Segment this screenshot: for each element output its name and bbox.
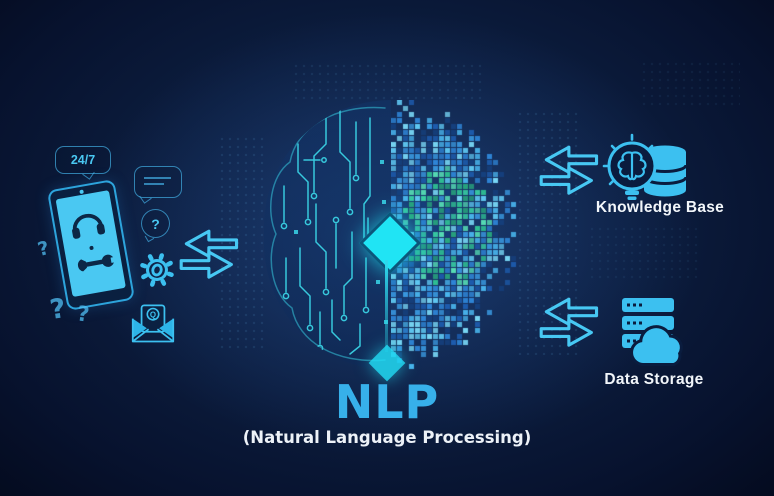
wrench-icon <box>77 254 116 272</box>
bubble-tail <box>144 232 155 243</box>
bubble-tail <box>139 191 152 204</box>
exchange-arrows-icon <box>179 229 239 279</box>
data-storage-label: Data Storage <box>604 371 704 388</box>
bulb-brain-database-icon <box>602 133 688 200</box>
question-mark: ? <box>47 293 68 326</box>
question-mark: ? <box>35 236 52 262</box>
phone-screen <box>55 190 126 297</box>
smartphone-icon <box>46 179 136 311</box>
background-dust <box>640 60 740 110</box>
badge-24-7-text: 24/7 <box>70 153 96 167</box>
chat-line <box>144 183 164 185</box>
exchange-arrows-icon <box>539 145 599 195</box>
envelope-letter: Q <box>150 310 156 319</box>
background-dust <box>292 62 482 102</box>
chat-bubble-icon <box>134 166 182 204</box>
page-title: NLP <box>334 375 440 429</box>
knowledge-base-label: Knowledge Base <box>595 199 725 216</box>
question-mark: ? <box>75 301 91 327</box>
mic-dot <box>89 245 94 251</box>
server-cloud-icon <box>622 298 683 366</box>
question-bubble-text: ? <box>151 215 160 232</box>
chip-trace <box>385 260 388 352</box>
open-envelope-icon: Q <box>131 304 175 343</box>
exchange-arrows-icon <box>539 297 599 347</box>
bulb-brain-icon <box>602 133 657 200</box>
question-bubble-icon: ? <box>141 209 170 243</box>
page-subtitle: (Natural Language Processing) <box>242 428 532 447</box>
chat-line <box>144 177 171 179</box>
badge-24-7: 24/7 <box>55 146 111 180</box>
background-dust <box>218 135 268 350</box>
headphones-icon <box>72 213 106 239</box>
camera-dot <box>79 189 84 194</box>
bubble-tail <box>82 167 95 180</box>
cloud-icon <box>630 325 683 366</box>
background-dust <box>588 225 698 280</box>
gear-icon <box>140 253 174 287</box>
